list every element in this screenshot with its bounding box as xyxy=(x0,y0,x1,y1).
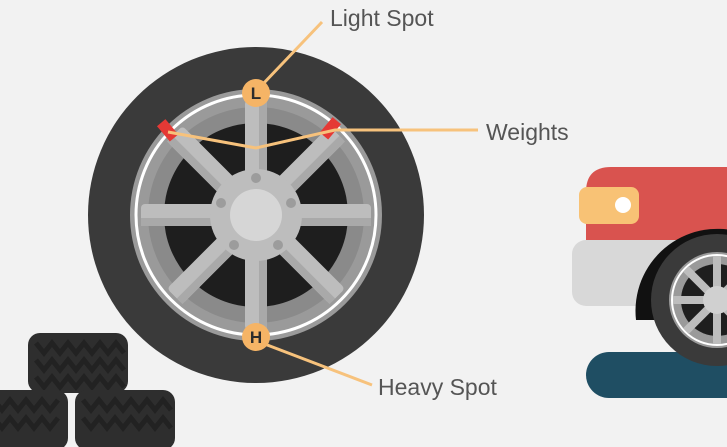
leader-lines xyxy=(167,20,478,387)
weight-right xyxy=(319,117,342,140)
heavy-spot-marker-letter: H xyxy=(250,328,262,347)
tire-stack xyxy=(0,333,175,447)
car-body xyxy=(586,167,727,245)
lug-nuts xyxy=(216,173,296,250)
stacked-tire-bottom-left xyxy=(0,390,68,447)
headlight-bulb xyxy=(615,197,631,213)
light-spot-label: Light Spot xyxy=(330,5,434,31)
light-spot-leader xyxy=(260,20,324,87)
car-hub xyxy=(703,286,727,314)
heavy-spot-leader xyxy=(261,341,373,387)
weights-label: Weights xyxy=(486,119,569,145)
car-headlight xyxy=(579,187,639,224)
heavy-spot-label: Heavy Spot xyxy=(378,374,498,400)
weights-leader xyxy=(167,128,478,150)
car xyxy=(572,167,727,398)
light-spot-marker-letter: L xyxy=(251,84,261,103)
wheel xyxy=(88,47,424,383)
stacked-tire-bottom-right xyxy=(75,390,175,447)
car-rim-ring xyxy=(671,254,727,346)
hub-center xyxy=(230,189,282,241)
weight-left xyxy=(156,119,179,142)
stacked-tire-top xyxy=(28,333,128,393)
heavy-spot-marker: H xyxy=(242,323,270,351)
light-spot-marker: L xyxy=(242,79,270,107)
ground-pad xyxy=(586,352,727,398)
